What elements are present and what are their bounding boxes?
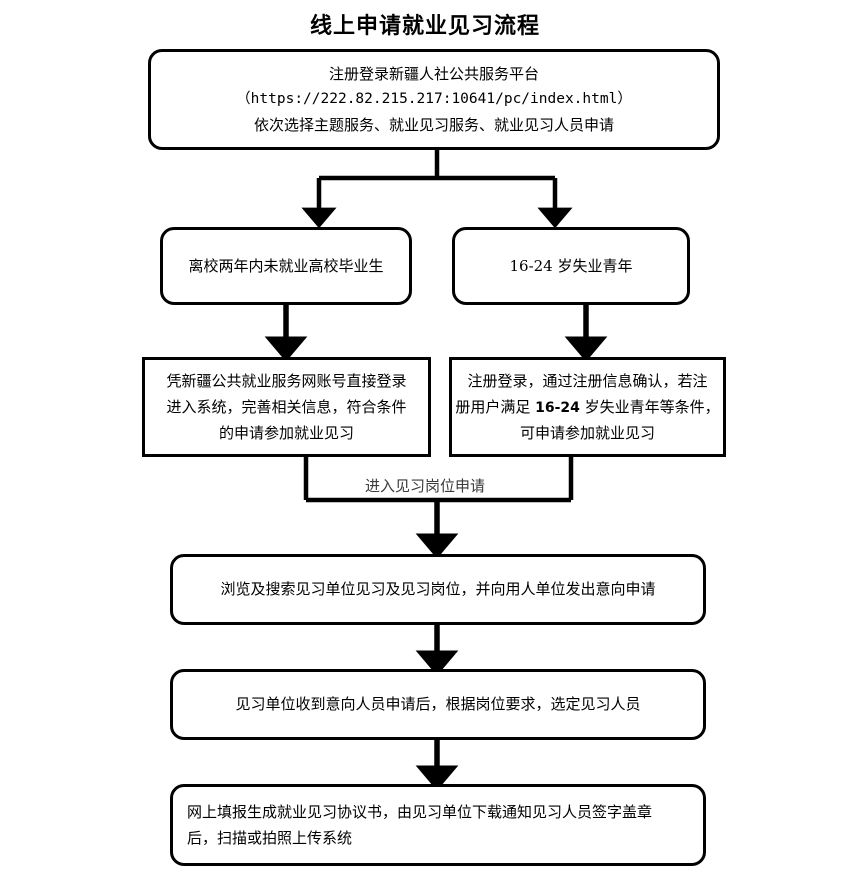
node-line-url: （https://222.82.215.217:10641/pc/index.h… — [236, 90, 632, 107]
node-register-login-platform[interactable]: 注册登录新疆人社公共服务平台 （https://222.82.215.217:1… — [148, 49, 720, 150]
node-line: 注册登录，通过注册信息确认，若注 — [467, 371, 708, 390]
node-line: 依次选择主题服务、就业见习服务、就业见习人员申请 — [253, 116, 614, 135]
node-line: 注册登录新疆人社公共服务平台 — [328, 64, 539, 83]
node-unemployed-youth-16-24[interactable]: 16-24 岁失业青年 — [452, 227, 690, 305]
node-line: 浏览及搜索见习单位见习及见习岗位，并向用人单位发出意向申请 — [220, 580, 656, 599]
emphasis-age-range: 16-24 — [535, 399, 580, 416]
edge-label-enter-position-application: 进入见习岗位申请 — [364, 477, 485, 495]
node-line: 网上填报生成就业见习协议书，由见习单位下载通知见习人员签字盖章 — [187, 802, 653, 821]
page-title: 线上申请就业见习流程 — [309, 13, 540, 39]
node-login-with-existing-account[interactable]: 凭新疆公共就业服务网账号直接登录 进入系统，完善相关信息，符合条件 的申请参加就… — [142, 357, 431, 457]
node-line: 见习单位收到意向人员申请后，根据岗位要求，选定见习人员 — [235, 695, 641, 714]
node-line: 的申请参加就业见习 — [218, 424, 354, 443]
node-line: 可申请参加就业见习 — [519, 424, 655, 443]
node-line: 进入系统，完善相关信息，符合条件 — [166, 397, 407, 416]
node-line: 后，扫描或拍照上传系统 — [187, 829, 353, 847]
node-line-emphasis: 册用户满足 16-24 岁失业青年等条件， — [455, 397, 720, 416]
node-line: 凭新疆公共就业服务网账号直接登录 — [166, 371, 407, 390]
node-line: 离校两年内未就业高校毕业生 — [188, 256, 384, 275]
node-generate-and-upload-agreement[interactable]: 网上填报生成就业见习协议书，由见习单位下载通知见习人员签字盖章 后，扫描或拍照上… — [170, 784, 706, 866]
node-register-and-confirm-info[interactable]: 注册登录，通过注册信息确认，若注 册用户满足 16-24 岁失业青年等条件， 可… — [449, 357, 726, 457]
node-browse-and-apply-positions[interactable]: 浏览及搜索见习单位见习及见习岗位，并向用人单位发出意向申请 — [170, 554, 706, 625]
node-employer-selects-trainees[interactable]: 见习单位收到意向人员申请后，根据岗位要求，选定见习人员 — [170, 669, 706, 740]
node-graduate-within-two-years[interactable]: 离校两年内未就业高校毕业生 — [160, 227, 412, 305]
node-line: 16-24 岁失业青年 — [509, 256, 633, 275]
